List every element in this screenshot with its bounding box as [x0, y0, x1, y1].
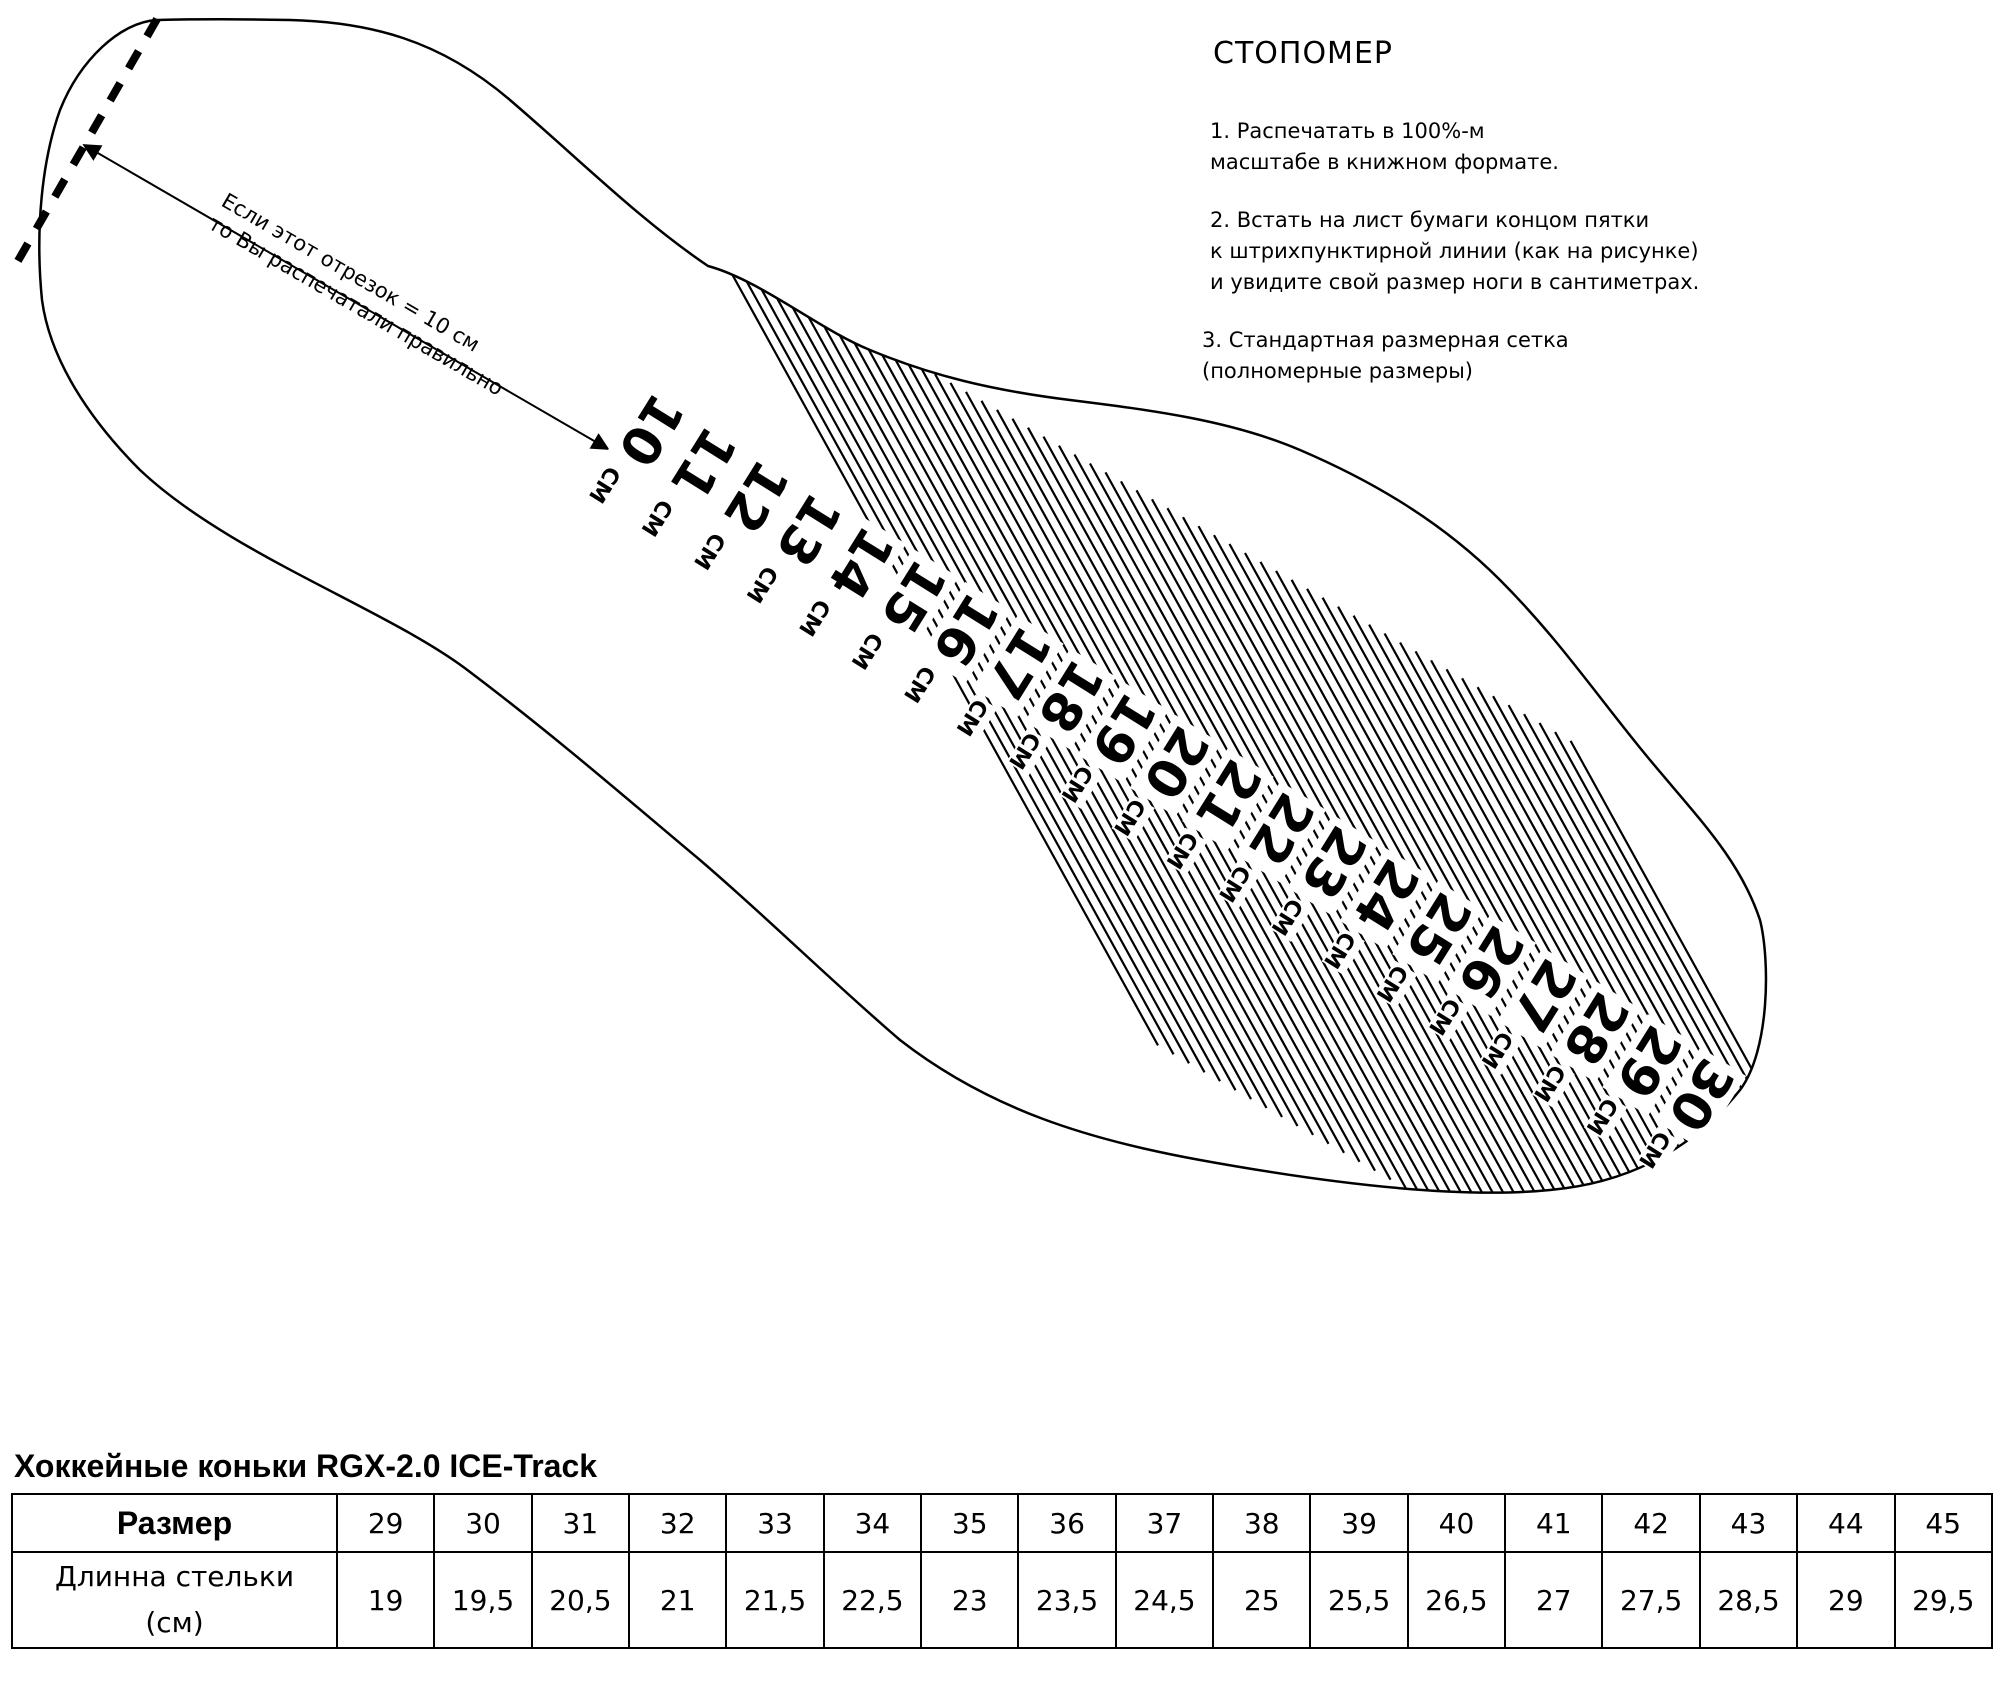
- length-cell: 22,5: [822, 1551, 923, 1649]
- size-cell: 42: [1601, 1493, 1701, 1553]
- size-cell: 32: [628, 1493, 728, 1553]
- length-cell: 25,5: [1309, 1551, 1409, 1649]
- length-cell: 29,5: [1893, 1551, 1993, 1649]
- length-cell: 25: [1212, 1551, 1312, 1649]
- size-mark-unit: СМ: [1528, 1060, 1569, 1106]
- size-cell: 38: [1212, 1493, 1312, 1553]
- length-cell: 21,5: [725, 1551, 825, 1649]
- instruction-2: 2. Встать на лист бумаги концом пятки к …: [1210, 208, 1700, 294]
- length-cell: 24,5: [1114, 1551, 1215, 1649]
- foot-outline: [38, 18, 1768, 1194]
- size-mark-unit: СМ: [846, 628, 887, 674]
- length-cell: 21: [628, 1551, 728, 1649]
- size-stripe: [1554, 731, 1766, 1193]
- page-title: СТОПОМЕР: [1213, 36, 1393, 71]
- size-stripe: [1244, 552, 1686, 1193]
- size-cell: 31: [530, 1493, 631, 1553]
- length-cell: 19,5: [433, 1551, 533, 1649]
- size-mark-unit: СМ: [583, 461, 624, 507]
- size-stripe: [1135, 489, 1578, 1193]
- size-cell: 45: [1893, 1493, 1993, 1553]
- length-cell: 23: [920, 1551, 1020, 1649]
- length-cell: 29: [1796, 1551, 1896, 1649]
- size-stripe: [1027, 427, 1469, 1193]
- size-cell: 44: [1796, 1493, 1896, 1553]
- size-cell: 37: [1114, 1493, 1215, 1553]
- length-cell: 28,5: [1698, 1551, 1799, 1649]
- size-stripe: [1569, 740, 1766, 1193]
- size-cell: 39: [1309, 1493, 1409, 1553]
- size-mark-unit: СМ: [793, 594, 834, 640]
- size-stripe: [810, 301, 1252, 1100]
- size-mark-unit: СМ: [741, 561, 782, 607]
- size-stripe: [918, 364, 1361, 1163]
- size-mark-unit: СМ: [898, 661, 939, 707]
- instruction-1: 1. Распечатать в 100%-м масштабе в книжн…: [1210, 119, 1559, 174]
- size-stripe: [1352, 615, 1766, 1193]
- size-cell: 34: [822, 1493, 923, 1553]
- size-cell: 35: [920, 1493, 1020, 1553]
- size-mark-unit: СМ: [1213, 860, 1254, 906]
- heel-dashed-line: [7, 17, 161, 275]
- size-mark-unit: СМ: [1056, 761, 1097, 807]
- size-cell: 43: [1698, 1493, 1799, 1553]
- length-cell: 27,5: [1601, 1551, 1701, 1649]
- length-row-label: Длинна стельки (см): [11, 1551, 338, 1649]
- size-cell: 33: [725, 1493, 825, 1553]
- length-cell: 20,5: [530, 1551, 631, 1649]
- ten-cm-arrow: [82, 144, 610, 450]
- length-cell: 19: [335, 1551, 436, 1649]
- length-cell: 23,5: [1017, 1551, 1117, 1649]
- size-cell: 29: [335, 1493, 436, 1553]
- length-cell: 26,5: [1406, 1551, 1507, 1649]
- size-cell: 30: [433, 1493, 533, 1553]
- table-title: Хоккейные коньки RGX-2.0 ICE-Track: [14, 1448, 598, 1484]
- ruler-note-line: то Вы распечатали правильно: [204, 211, 507, 400]
- size-row-label: Размер: [11, 1493, 338, 1553]
- ruler-note: Если этот отрезок = 10 смто Вы распечата…: [204, 189, 520, 401]
- ruler-note-line: Если этот отрезок = 10 см: [217, 189, 483, 357]
- size-cell: 41: [1504, 1493, 1604, 1553]
- size-mark-unit: СМ: [636, 495, 677, 541]
- instruction-3: 3. Стандартная размерная сетка (полномер…: [1202, 328, 1569, 383]
- size-cell: 40: [1406, 1493, 1507, 1553]
- length-cell: 27: [1504, 1551, 1604, 1649]
- size-mark-unit: СМ: [688, 528, 729, 574]
- size-cell: 36: [1017, 1493, 1117, 1553]
